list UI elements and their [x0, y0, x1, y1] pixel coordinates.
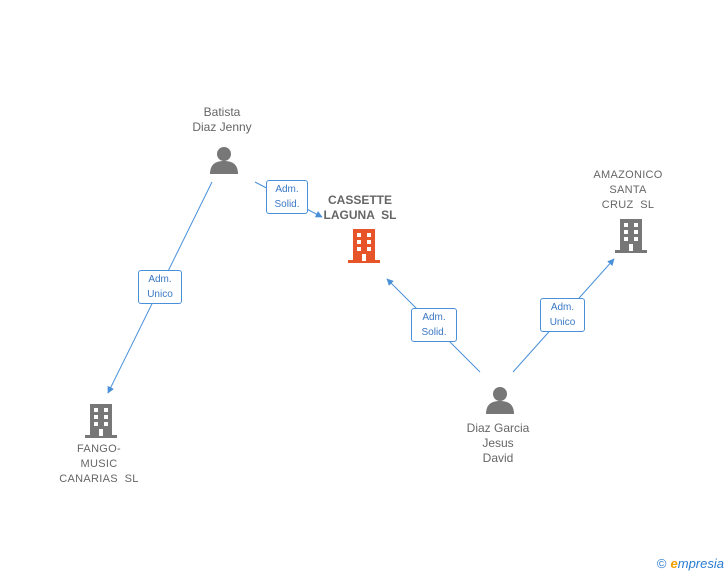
node-label-diaz[interactable]: Diaz Garcia Jesus David	[446, 421, 550, 466]
node-label-line: CANARIAS SL	[59, 473, 139, 485]
person-icon[interactable]	[210, 147, 238, 174]
relation-badge[interactable]: Adm. Unico	[138, 270, 182, 304]
relation-line: Adm.	[275, 184, 299, 195]
node-label-line: CASSETTE	[327, 193, 392, 207]
building-icon[interactable]	[348, 229, 380, 263]
relation-line: Adm.	[148, 274, 172, 285]
brand-footer: ©empresia	[657, 556, 724, 571]
node-label-line: Diaz Jenny	[192, 120, 252, 134]
node-label-line: LAGUNA SL	[323, 208, 397, 222]
relation-line: Unico	[147, 289, 173, 300]
person-icon[interactable]	[486, 387, 514, 414]
relation-badge[interactable]: Adm. Unico	[540, 298, 585, 332]
relation-badge[interactable]: Adm. Solid.	[266, 180, 308, 214]
node-label-line: Diaz Garcia	[466, 421, 530, 435]
node-label-amazonico[interactable]: AMAZONICO SANTA CRUZ SL	[576, 168, 680, 213]
node-label-line: MUSIC	[80, 458, 118, 470]
node-label-line: AMAZONICO	[593, 169, 663, 181]
building-icon[interactable]	[85, 404, 117, 438]
building-icon[interactable]	[615, 219, 647, 253]
node-label-line: FANGO-	[77, 443, 121, 455]
relation-line: Adm.	[422, 312, 446, 323]
relation-line: Unico	[549, 317, 576, 328]
relation-line: Solid.	[274, 199, 300, 210]
copyright-icon: ©	[656, 556, 667, 571]
node-label-line: David	[482, 451, 514, 465]
node-label-cassette[interactable]: CASSETTE LAGUNA SL	[308, 193, 412, 223]
node-label-line: SANTA	[609, 184, 647, 196]
brand-logo-text: mpresia	[677, 556, 724, 571]
node-label-fango[interactable]: FANGO- MUSIC CANARIAS SL	[47, 442, 151, 487]
relation-line: Solid.	[421, 327, 447, 338]
node-label-line: CRUZ SL	[601, 199, 655, 211]
relation-line: Adm.	[550, 302, 575, 313]
brand-logo-initial: e	[670, 556, 678, 571]
relation-badge[interactable]: Adm. Solid.	[411, 308, 457, 342]
node-label-line: Batista	[203, 105, 241, 119]
node-label-line: Jesus	[482, 436, 514, 450]
node-label-batista[interactable]: Batista Diaz Jenny	[170, 105, 274, 135]
